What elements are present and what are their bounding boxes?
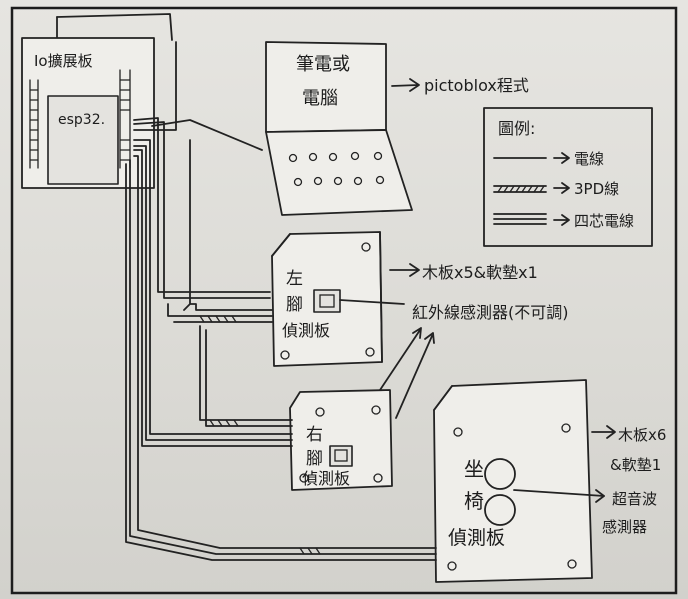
legend-dupont-label: 3PD線 — [574, 180, 619, 198]
arrow-left-material — [390, 264, 419, 276]
pictoblox-label: pictoblox程式 — [424, 76, 529, 95]
right-board-label-3: 偵測板 — [302, 469, 350, 488]
esp32-module — [48, 96, 118, 184]
right-board-label-2: 腳 — [306, 449, 323, 469]
ultrasonic-label-2: 感測器 — [602, 518, 647, 536]
right-foot-board: 右 腳 偵測板 — [290, 390, 392, 490]
left-foot-board: 左 腳 偵測板 — [272, 232, 404, 366]
dupont-to-left-board — [168, 304, 272, 322]
arrow-ir-2 — [396, 333, 434, 418]
legend-title: 圖例: — [498, 119, 535, 138]
seat-board-label-1: 坐 — [464, 457, 484, 481]
arrow-seat-material — [592, 426, 615, 438]
legend-four-core-swatch — [494, 214, 546, 224]
left-ir-sensor — [314, 290, 340, 312]
legend-four-core-label: 四芯電線 — [574, 212, 634, 230]
seat-board-label-3: 偵測板 — [448, 527, 505, 549]
left-board-label-1: 左 — [286, 269, 303, 289]
arrow-to-pictoblox — [392, 79, 419, 91]
ultrasonic-label-1: 超音波 — [612, 490, 657, 508]
right-ir-sensor — [330, 446, 352, 466]
usb-cable — [152, 120, 262, 150]
right-board-label-1: 右 — [306, 425, 323, 445]
seat-material-label-2: &軟墊1 — [610, 456, 661, 474]
laptop: 筆電或 電腦 pictoblox程式 — [152, 42, 529, 215]
laptop-label-2: 電腦 — [302, 88, 338, 109]
legend-wire-label: 電線 — [574, 150, 604, 168]
left-material-label: 木板x5&軟墊x1 — [422, 263, 538, 282]
esp32-label: esp32. — [58, 112, 105, 128]
io-board-label: Io擴展板 — [34, 52, 93, 70]
seat-board: 坐 椅 偵測板 — [434, 380, 604, 582]
ir-sensor-label: 紅外線感測器(不可調) — [412, 303, 569, 322]
seat-material-label-1: 木板x6 — [618, 426, 666, 444]
left-board-label-3: 偵測板 — [282, 321, 330, 340]
laptop-label-1: 筆電或 — [296, 54, 350, 75]
seat-board-label-2: 椅 — [464, 489, 484, 513]
legend-dupont-swatch — [494, 186, 546, 192]
legend: 圖例: 電線 3PD線 四芯電線 — [484, 108, 652, 246]
left-board-label-2: 腳 — [286, 295, 303, 315]
arrow-ir-1 — [380, 328, 421, 390]
